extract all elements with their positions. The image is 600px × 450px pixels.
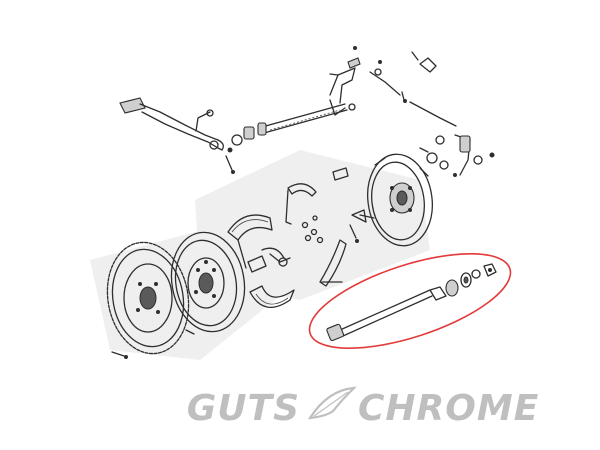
backing-plate (351, 153, 433, 247)
brake-shoe-lined-upper (227, 214, 273, 273)
brake-shoe-right-lower (319, 239, 347, 287)
background-ghost (90, 150, 430, 360)
brake-drum (170, 231, 246, 333)
brake-shoe-right-upper (285, 183, 317, 225)
axle-highlight-ring (308, 253, 512, 349)
brake-shoe-lined-lower (249, 247, 295, 308)
cam-lever-hardware (419, 134, 495, 177)
pivot-shaft (225, 103, 348, 174)
small-fasteners (301, 167, 359, 244)
brake-pedal (119, 97, 224, 151)
brake-arm-linkage (329, 46, 457, 127)
drive-sprocket (106, 241, 195, 359)
axle-assembly (326, 263, 497, 342)
